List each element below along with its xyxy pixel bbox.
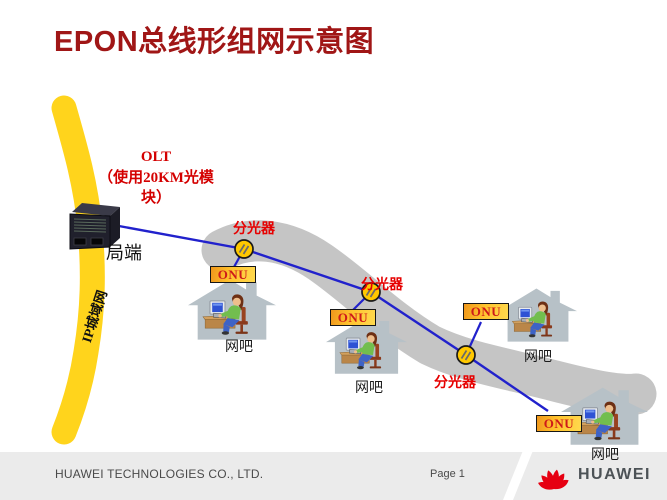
olt-annotation-line3: 块） — [140, 190, 171, 207]
onu-node-2: ONU — [330, 309, 376, 326]
splitter-label-1: 分光器 — [233, 220, 275, 236]
olt-annotation: OLT （使用20KM光模 块） — [88, 147, 224, 209]
internet-cafe-house-1 — [187, 279, 277, 341]
internet-cafe-label-1: 网吧 — [225, 338, 253, 354]
olt-annotation-line1: OLT — [140, 149, 172, 165]
splitter-3 — [456, 345, 476, 365]
footer-page-number: Page 1 — [430, 468, 465, 480]
footer-bar: HUAWEI TECHNOLOGIES CO., LTD. Page 1 HUA… — [0, 452, 667, 500]
olt-annotation-line2: （使用20KM光模 — [98, 169, 214, 186]
footer-diagonal-stripe — [503, 452, 533, 500]
ip-metro-band — [51, 95, 105, 445]
huawei-logo-text: HUAWEI — [578, 466, 651, 483]
olt-device — [69, 203, 120, 250]
splitter-label-2: 分光器 — [361, 276, 403, 292]
onu-node-1: ONU — [210, 266, 256, 283]
huawei-flower-icon — [538, 469, 569, 490]
internet-cafe-label-3: 网吧 — [524, 348, 552, 364]
huawei-logo: HUAWEI — [536, 458, 651, 492]
onu-node-3: ONU — [463, 303, 509, 320]
internet-cafe-label-2: 网吧 — [355, 379, 383, 395]
olt-device-label: 局端 — [106, 243, 142, 263]
road-shape — [201, 220, 657, 415]
onu-node-4: ONU — [536, 415, 582, 432]
splitter-1 — [234, 239, 254, 259]
footer-company-text: HUAWEI TECHNOLOGIES CO., LTD. — [55, 467, 264, 481]
internet-cafe-house-3 — [498, 288, 578, 342]
page-title: EPON总线形组网示意图 — [54, 26, 375, 58]
internet-cafe-label-4: 网吧 — [591, 446, 619, 462]
splitter-label-3: 分光器 — [434, 374, 476, 390]
